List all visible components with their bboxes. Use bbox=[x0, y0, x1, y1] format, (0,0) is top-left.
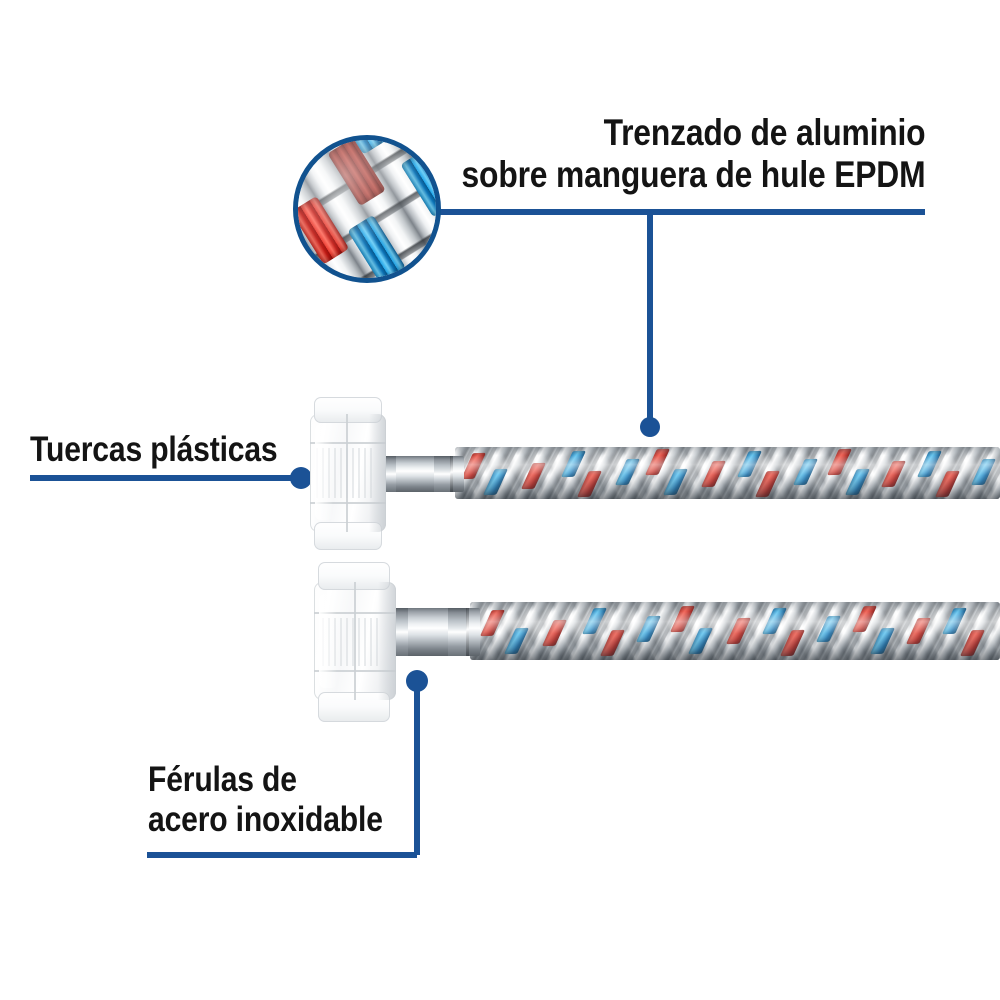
leader-braid bbox=[435, 209, 925, 437]
plastic-nut-upper bbox=[310, 397, 386, 550]
braided-hose-lower bbox=[470, 602, 1000, 660]
leader-ferrules bbox=[147, 670, 428, 858]
steel-ferrule-lower bbox=[392, 608, 480, 656]
braided-hose-upper bbox=[455, 447, 1000, 499]
callout-label-braid: Trenzado de aluminio sobre manguera de h… bbox=[461, 112, 925, 196]
plastic-nut-lower bbox=[314, 562, 396, 722]
callout-label-nuts: Tuercas plásticas bbox=[30, 430, 278, 469]
callout-label-ferrules: Férulas de acero inoxidable bbox=[148, 760, 383, 839]
leader-nuts bbox=[30, 467, 312, 489]
